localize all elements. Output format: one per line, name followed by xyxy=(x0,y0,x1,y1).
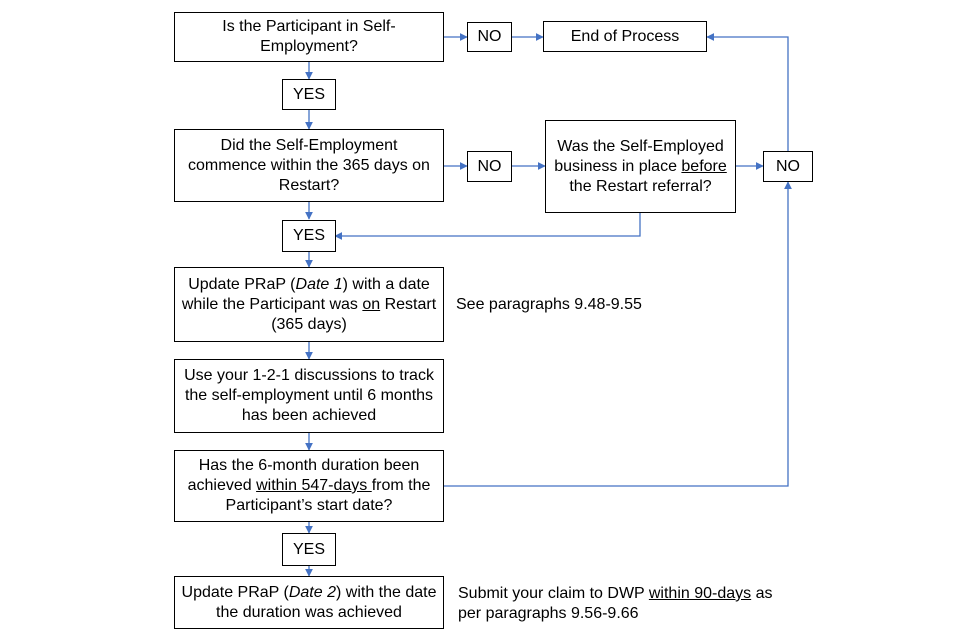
end-of-process-text: End of Process xyxy=(570,27,680,45)
yes-box-1: YES xyxy=(282,79,336,110)
no-box-3: NO xyxy=(763,151,813,182)
submit-claim-note: Submit your claim to DWP within 90-days … xyxy=(458,585,773,622)
no-label-3: NO xyxy=(776,157,800,175)
update-date1-box: Update PRaP (Date 1) with a date while t… xyxy=(174,267,444,342)
question-business-in-place-text: Was the Self-Employed business in place … xyxy=(554,137,727,195)
arrow-no-to-end-loop xyxy=(706,33,789,151)
question-business-in-place-box: Was the Self-Employed business in place … xyxy=(545,120,736,213)
track-121-text: Use your 1-2-1 discussions to track the … xyxy=(184,367,434,424)
no-box-1: NO xyxy=(467,22,512,52)
question-self-employment-box: Is the Participant in Self-Employment? xyxy=(174,12,444,62)
question-self-employment-text: Is the Participant in Self-Employment? xyxy=(222,18,396,55)
question-duration-box: Has the 6-month duration been achieved w… xyxy=(174,450,444,522)
question-commence-text: Did the Self-Employment commence within … xyxy=(188,136,430,194)
yes-label-3: YES xyxy=(292,540,325,558)
arrow-business-to-yes xyxy=(334,213,641,240)
end-of-process-box: End of Process xyxy=(543,21,707,52)
no-box-2: NO xyxy=(467,151,512,182)
no-label-2: NO xyxy=(477,157,502,175)
question-commence-box: Did the Self-Employment commence within … xyxy=(174,129,444,202)
track-121-box: Use your 1-2-1 discussions to track the … xyxy=(174,359,444,433)
update-date1-text: Update PRaP (Date 1) with a date while t… xyxy=(181,275,437,333)
update-date2-text: Update PRaP (Date 2) with the date the d… xyxy=(181,583,437,621)
yes-label-2: YES xyxy=(292,227,325,244)
yes-box-2: YES xyxy=(282,220,336,252)
no-label-1: NO xyxy=(477,28,502,45)
see-paragraphs-note: See paragraphs 9.48-9.55 xyxy=(456,296,642,313)
arrow-duration-to-no xyxy=(444,181,792,487)
update-date2-box: Update PRaP (Date 2) with the date the d… xyxy=(174,576,444,629)
yes-label-1: YES xyxy=(292,85,325,103)
yes-box-3: YES xyxy=(282,533,336,566)
question-duration-text: Has the 6-month duration been achieved w… xyxy=(187,457,431,514)
